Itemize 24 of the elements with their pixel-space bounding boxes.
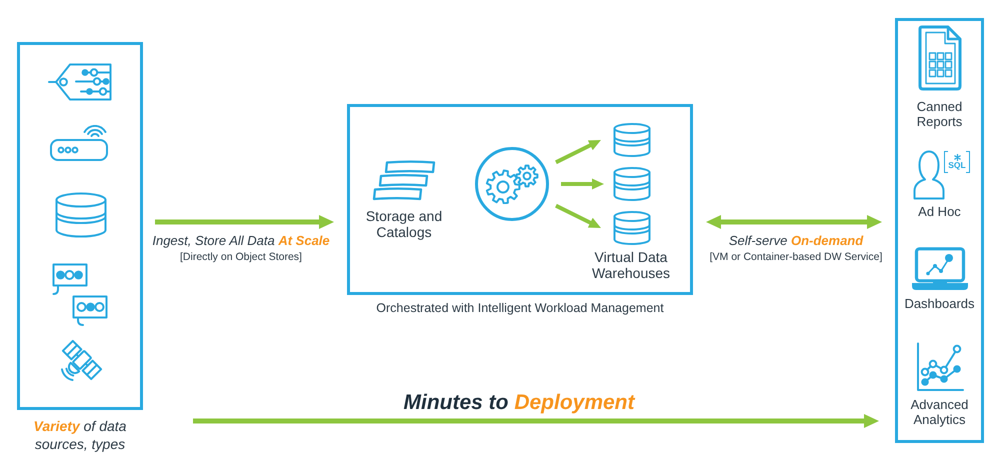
arrow [561, 178, 604, 190]
sql-label: SQL [948, 161, 966, 170]
icon-caption: Canned Reports [916, 99, 964, 130]
icon-caption: Advanced Analytics [910, 397, 970, 428]
node-label: Orchestrated with Intelligent Workload Management [376, 301, 664, 316]
note-text: [Directly on Object Stores] [180, 251, 302, 264]
group-label: Virtual Data Warehouses [590, 249, 672, 282]
icon-caption: Ad Hoc [918, 204, 961, 220]
node-label: Variety of data sources, types [32, 417, 128, 454]
arrow [555, 138, 602, 164]
edge-label: Minutes to Deployment [404, 391, 634, 416]
database-cylinder [613, 211, 651, 245]
circle-outline [475, 147, 549, 221]
edge-label: Ingest, Store All Data At Scale [152, 233, 330, 249]
arrow [155, 215, 334, 229]
arrow [555, 204, 602, 230]
database-cylinder [613, 167, 651, 201]
double-arrow [706, 215, 882, 229]
database-cylinder [613, 123, 651, 157]
outlined-panel [895, 18, 984, 443]
icon-caption: Storage and Catalogs [364, 208, 444, 241]
icon-caption: Dashboards [904, 296, 975, 312]
arrow [193, 414, 879, 428]
note-text: [VM or Container-based DW Service] [710, 251, 882, 264]
